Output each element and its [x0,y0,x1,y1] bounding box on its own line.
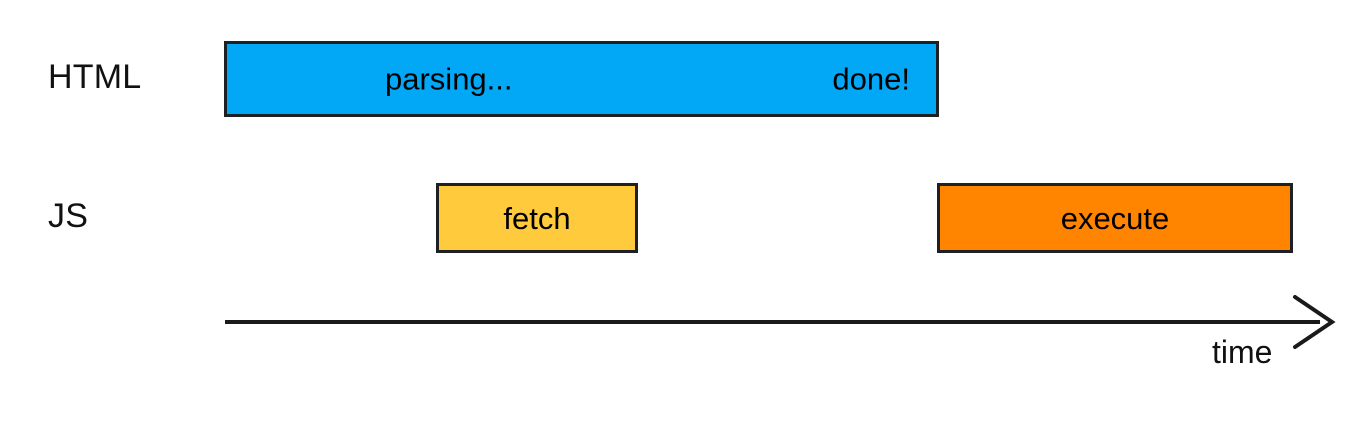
js-execute-label: execute [1060,200,1170,236]
html-parsing-label: parsing... [385,61,513,97]
html-parsing-block: parsing... done! [224,41,939,117]
row-label-js: JS [48,197,89,235]
html-done-label: done! [832,61,910,97]
js-fetch-block: fetch [436,183,638,253]
time-axis-arrow-icon [225,295,1336,349]
row-label-html: HTML [48,58,142,96]
time-axis-label: time [1212,334,1273,370]
js-execute-block: execute [937,183,1293,253]
js-fetch-label: fetch [503,200,571,236]
